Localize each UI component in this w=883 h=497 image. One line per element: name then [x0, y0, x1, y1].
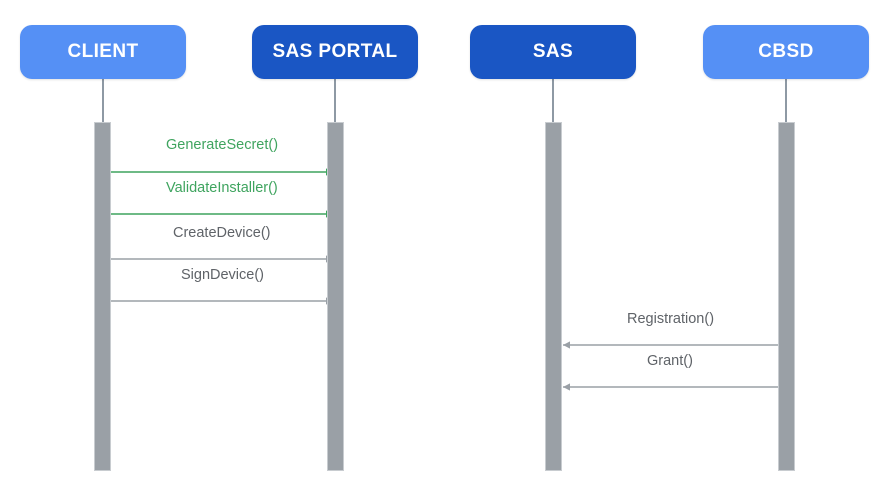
lifeline-cbsd	[785, 79, 787, 122]
actor-label-sas-portal: SAS PORTAL	[272, 41, 398, 62]
actor-label-sas: SAS	[532, 41, 574, 62]
actor-box-client[interactable]: CLIENT	[20, 25, 186, 79]
activation-bar-sas-portal	[327, 122, 344, 471]
actor-box-sas-portal[interactable]: SAS PORTAL	[252, 25, 418, 79]
actor-label-cbsd: CBSD	[758, 41, 814, 62]
message-label-registration: Registration()	[627, 311, 715, 327]
message-arrowhead-grant	[563, 383, 570, 391]
message-label-validate-installer: ValidateInstaller()	[166, 180, 278, 196]
message-label-grant: Grant()	[647, 353, 693, 369]
activation-bar-client	[94, 122, 111, 471]
message-label-sign-device: SignDevice()	[181, 267, 264, 283]
message-label-create-device: CreateDevice()	[173, 225, 271, 241]
activation-bar-cbsd	[778, 122, 795, 471]
lifeline-sas-portal	[334, 79, 336, 122]
lifeline-sas	[552, 79, 554, 122]
message-label-generate-secret: GenerateSecret()	[166, 137, 279, 153]
lifeline-client	[102, 79, 104, 122]
actor-box-sas[interactable]: SAS	[470, 25, 636, 79]
actor-box-cbsd[interactable]: CBSD	[703, 25, 869, 79]
message-arrowhead-registration	[563, 341, 570, 349]
activation-bar-sas	[545, 122, 562, 471]
actor-label-client: CLIENT	[67, 41, 139, 62]
